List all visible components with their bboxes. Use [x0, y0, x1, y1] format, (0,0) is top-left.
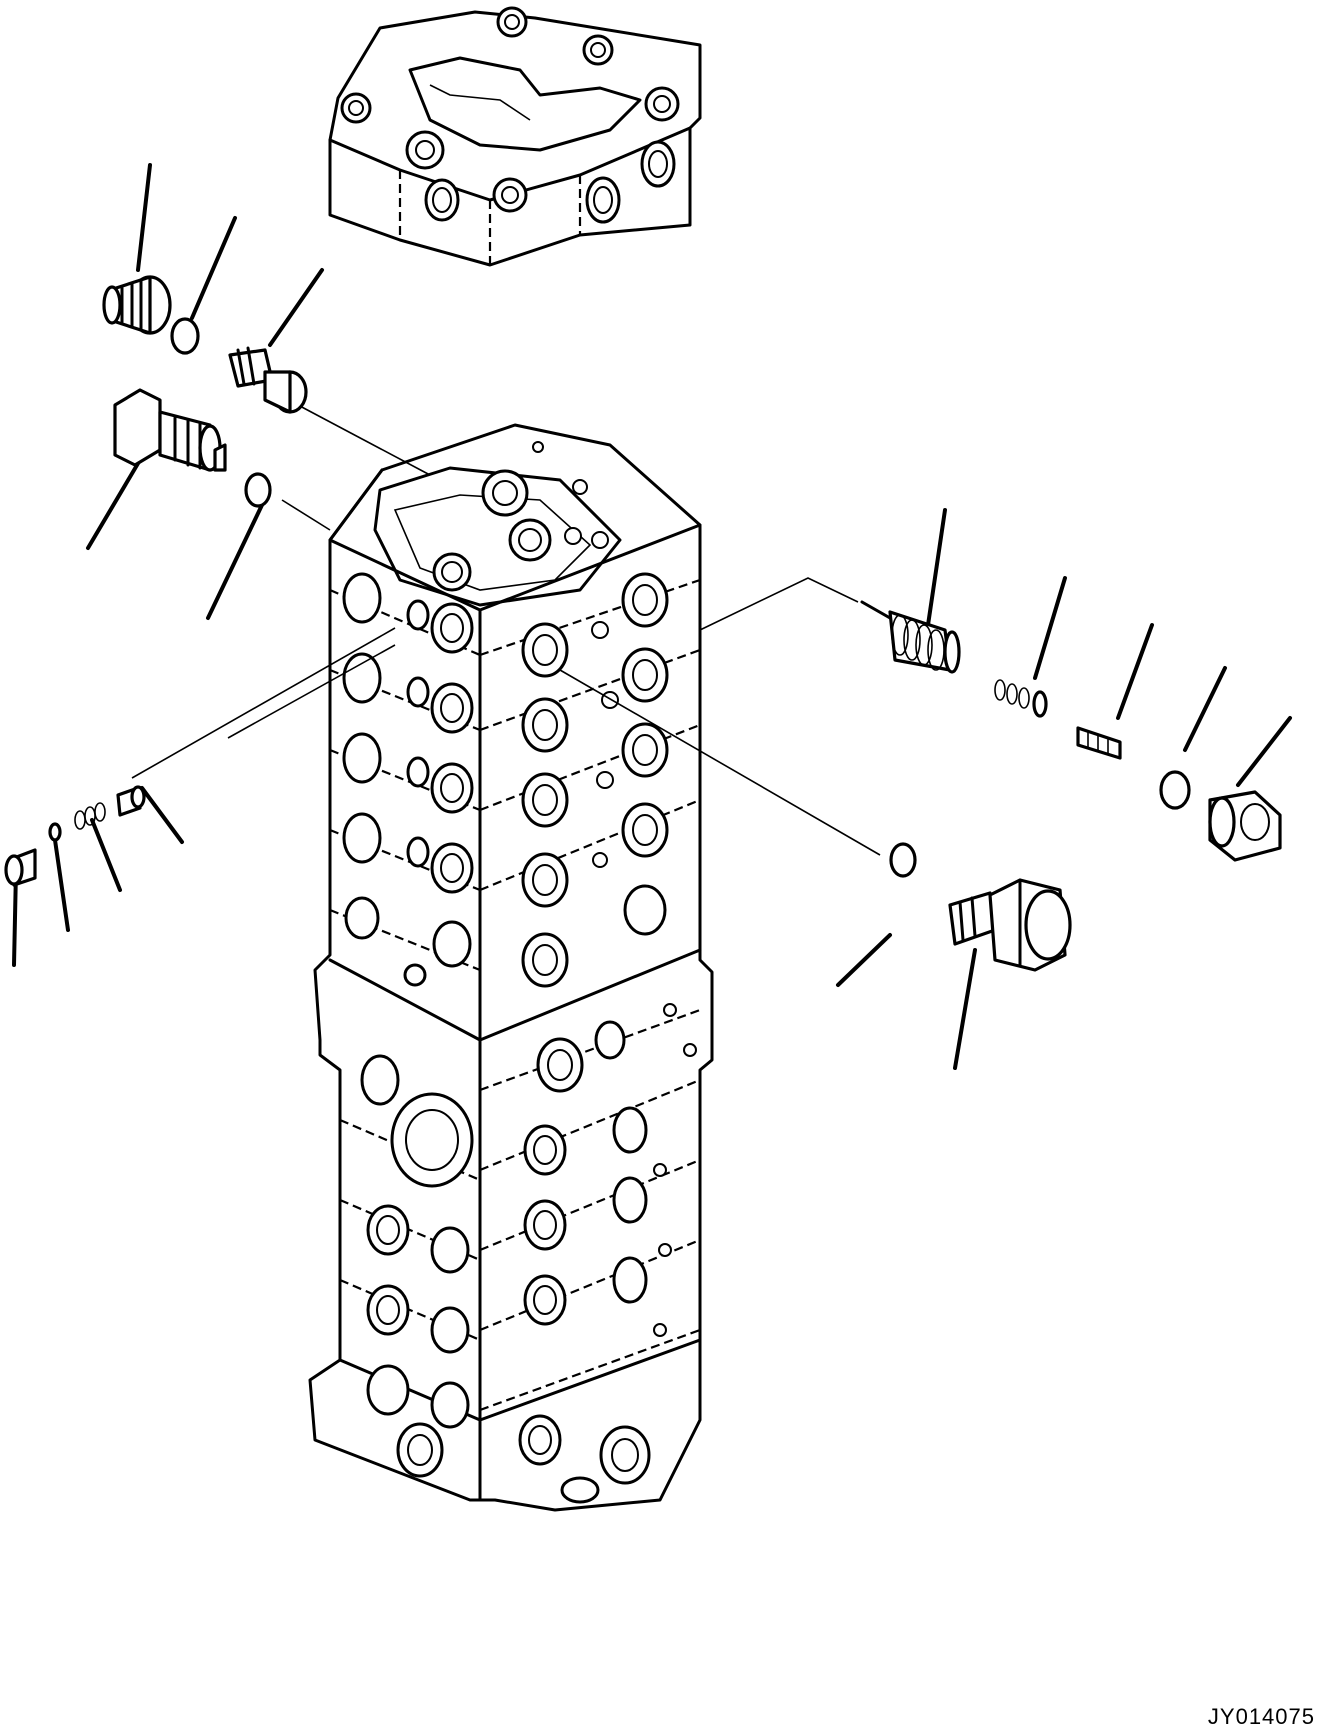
poppet-upper-left [230, 348, 306, 412]
shim-stack-right [995, 680, 1046, 716]
spring-assembly-right [862, 602, 959, 672]
plug-right [1210, 792, 1280, 860]
o-ring-upper-left [172, 319, 198, 353]
o-ring-lower-right [891, 844, 915, 876]
side-port-rows [520, 574, 696, 1502]
o-ring-right [1161, 772, 1189, 808]
o-ring-left [246, 474, 270, 506]
plug-upper-left [104, 277, 170, 333]
spring-pin-right [1078, 728, 1120, 758]
valve-body [310, 425, 712, 1510]
relief-valve-left [115, 390, 225, 470]
front-port-rows [344, 574, 472, 1476]
drawing-number: JY014075 [1207, 1704, 1315, 1729]
small-parts-left [6, 787, 144, 885]
top-cover-block [330, 8, 700, 265]
relief-valve-right [950, 880, 1070, 970]
